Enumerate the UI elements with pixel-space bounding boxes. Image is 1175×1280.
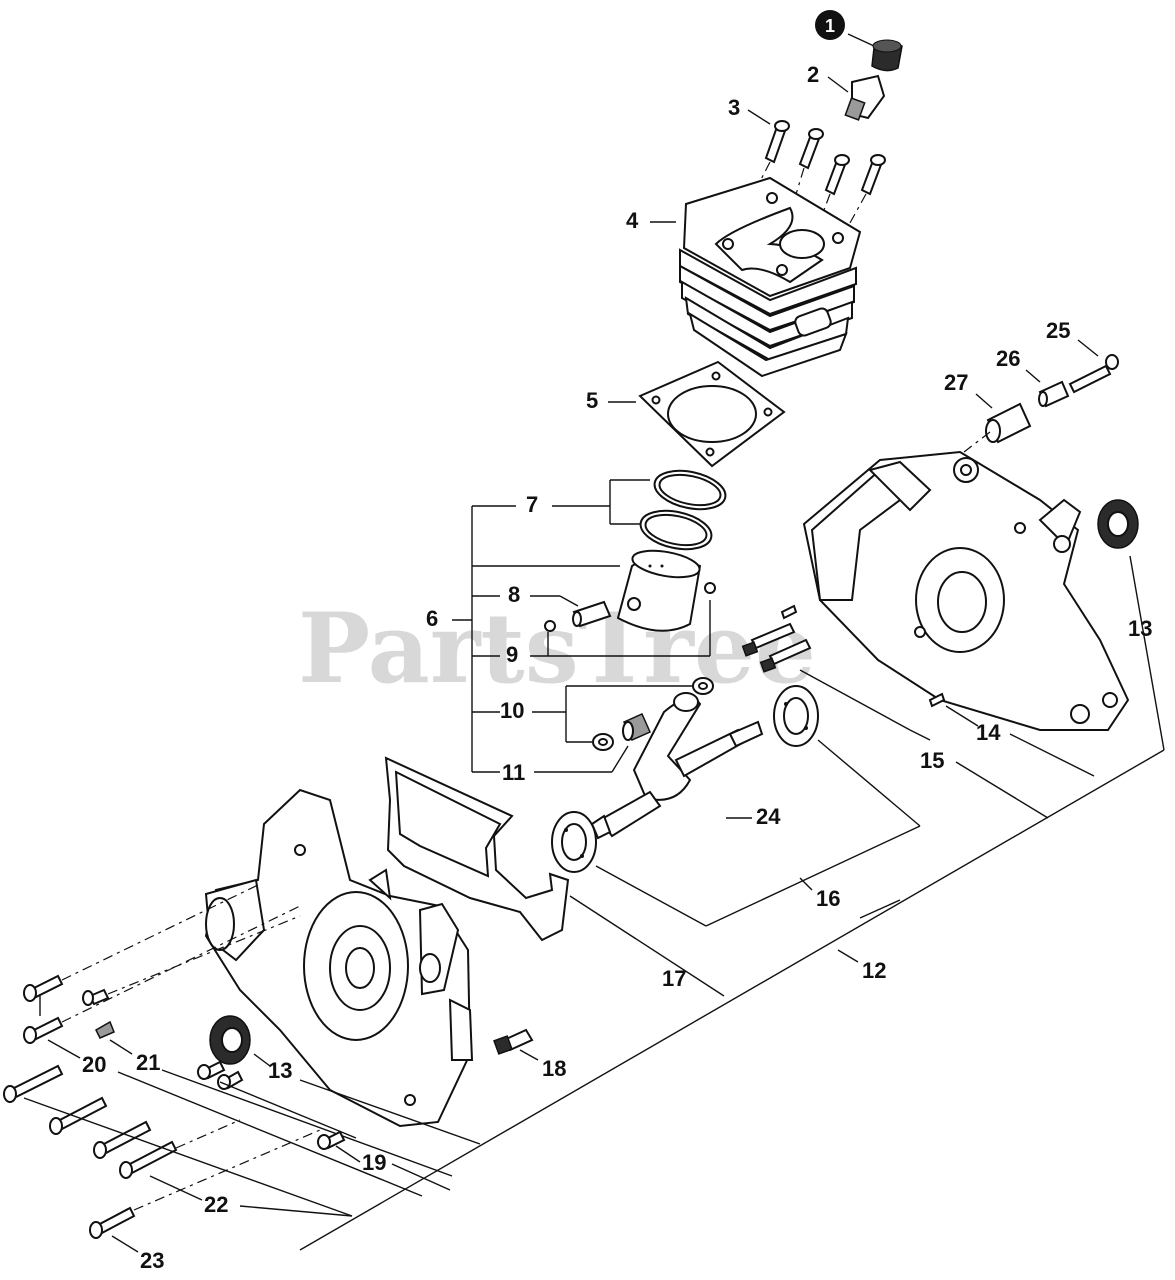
callout-5: 5	[586, 388, 598, 413]
callout-18: 18	[542, 1056, 566, 1081]
part-13-oil-seal-left: 13	[209, 1015, 481, 1145]
part-13-oil-seal-right: 13	[1097, 499, 1165, 751]
part-3-cylinder-screws: 3	[728, 95, 886, 251]
callout-16: 16	[816, 886, 840, 911]
callout-26: 26	[996, 346, 1020, 371]
part-5-cylinder-gasket: 5	[586, 360, 786, 468]
bearing-bracket: 16	[595, 739, 921, 927]
part-4-cylinder: 4	[626, 176, 862, 378]
crankcase-bolts-right: 15	[741, 622, 1049, 819]
callout-19: 19	[362, 1150, 386, 1175]
part-16-main-bearing-left	[551, 811, 597, 873]
callout-11: 11	[502, 760, 525, 785]
part-14-dowel-pins: 14	[780, 604, 1095, 777]
watermark-text: PartsTree	[298, 592, 816, 705]
part-11-needle-bearing: 11	[502, 713, 651, 785]
callout-22: 22	[204, 1192, 228, 1217]
piston-kit-bracket: 6	[426, 505, 620, 773]
callout-23: 23	[140, 1248, 164, 1273]
part-25-bolt: 25	[1046, 318, 1119, 394]
screw-3b	[798, 128, 824, 170]
part-22-screws: 22	[3, 1064, 353, 1217]
callout-1-badge	[815, 10, 845, 40]
callout-4: 4	[626, 208, 639, 233]
part-8-piston-pin: 8	[508, 582, 612, 628]
part-2-valve: 2	[807, 62, 886, 121]
crankcase-right-half	[802, 450, 1130, 731]
part-10-thrust-washers: 10	[500, 677, 714, 751]
part-23-screw: 23	[89, 1129, 321, 1273]
screw-3d	[860, 154, 886, 196]
part-18-fitting: 18	[493, 1028, 566, 1081]
callout-3: 3	[728, 95, 740, 120]
part-17-crankcase-gasket: 17	[384, 756, 725, 997]
part-9-circlips: 9	[506, 582, 716, 667]
callout-10: 10	[500, 698, 524, 723]
part-7-piston-rings: 7	[526, 469, 727, 551]
callout-13-left: 13	[268, 1058, 292, 1083]
callout-2: 2	[807, 62, 819, 87]
callout-6: 6	[426, 606, 438, 631]
part-26-bushing: 26	[996, 346, 1070, 408]
callout-14: 14	[976, 720, 1001, 745]
callout-27: 27	[944, 370, 968, 395]
part-24-crankshaft: 24	[590, 692, 781, 840]
callout-25: 25	[1046, 318, 1070, 343]
callout-8: 8	[508, 582, 520, 607]
callout-15: 15	[920, 748, 944, 773]
callout-21: 21	[136, 1050, 160, 1075]
part-12-crankcase-assembly-bracket: 12	[299, 749, 1165, 1251]
callout-17: 17	[662, 966, 686, 991]
callout-12: 12	[862, 958, 886, 983]
part-21-set-screws: 21	[82, 915, 453, 1177]
callout-24: 24	[756, 804, 781, 829]
piston	[616, 549, 702, 632]
part-15-main-bearing-right	[773, 685, 819, 747]
part-1-cap: 1	[815, 10, 903, 72]
part-27-spacer-sleeve: 27	[944, 370, 1032, 453]
screw-3a	[764, 120, 790, 164]
callout-7: 7	[526, 492, 538, 517]
callout-1: 1	[825, 16, 835, 36]
screw-3c	[824, 154, 850, 196]
callout-13-right: 13	[1128, 616, 1152, 641]
crankcase-left-half	[204, 788, 474, 1128]
callout-9: 9	[506, 642, 518, 667]
partstree-watermark: PartsTree TM	[298, 592, 868, 705]
callout-20: 20	[82, 1052, 106, 1077]
part-19-screws: 19	[197, 1060, 451, 1191]
